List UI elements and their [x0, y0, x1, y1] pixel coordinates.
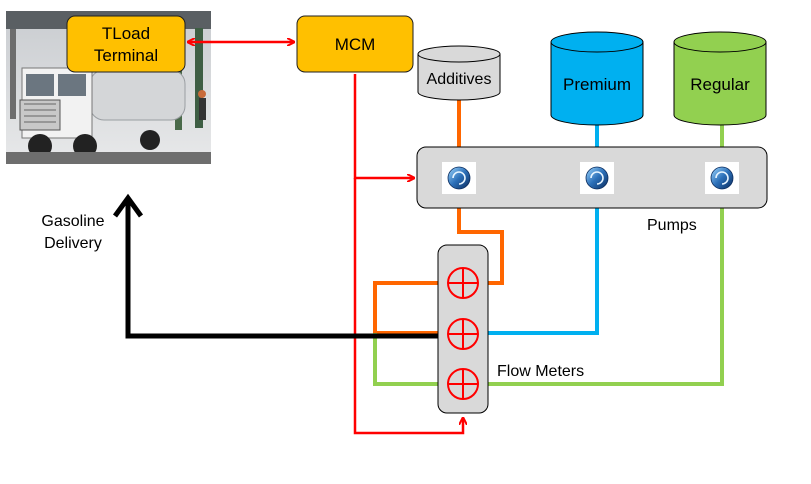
tank-premium-label: Premium — [563, 75, 631, 94]
tank-regular-label: Regular — [690, 75, 750, 94]
pump-icon — [442, 162, 476, 194]
tank-additives-label: Additives — [427, 71, 492, 88]
flow-meter-icon — [447, 368, 479, 400]
fluid-lines — [112, 99, 724, 386]
mcm-pumps-link — [353, 74, 414, 178]
tload-terminal-box: TLoad Terminal — [66, 15, 186, 73]
flow-meter-icon — [447, 318, 479, 350]
tload-label-line2: Terminal — [94, 46, 158, 65]
pump-icon — [580, 162, 614, 194]
flow-meter-icon — [447, 267, 479, 299]
tank-premium: Premium — [550, 31, 644, 126]
control-lines — [188, 42, 463, 435]
tank-regular: Regular — [673, 31, 767, 126]
regular-line — [483, 194, 724, 386]
flow-meters-label: Flow Meters — [497, 363, 584, 380]
delivery-label-line2: Delivery — [44, 235, 102, 252]
pumps-label: Pumps — [647, 217, 697, 234]
mcm-meters-link — [353, 178, 463, 435]
tload-label-line1: TLoad — [102, 24, 150, 43]
pump-icon — [705, 162, 739, 194]
additives-loop — [373, 281, 443, 335]
delivery-line — [125, 200, 443, 339]
delivery-label-line1: Gasoline — [41, 213, 104, 230]
delivery-arrow-icon — [112, 193, 144, 218]
regular-loop — [373, 333, 443, 386]
mcm-box: MCM — [296, 15, 414, 73]
tank-additives: Additives — [417, 45, 501, 101]
premium-line — [483, 194, 599, 335]
mcm-label: MCM — [335, 35, 376, 54]
additives-line — [457, 194, 504, 285]
